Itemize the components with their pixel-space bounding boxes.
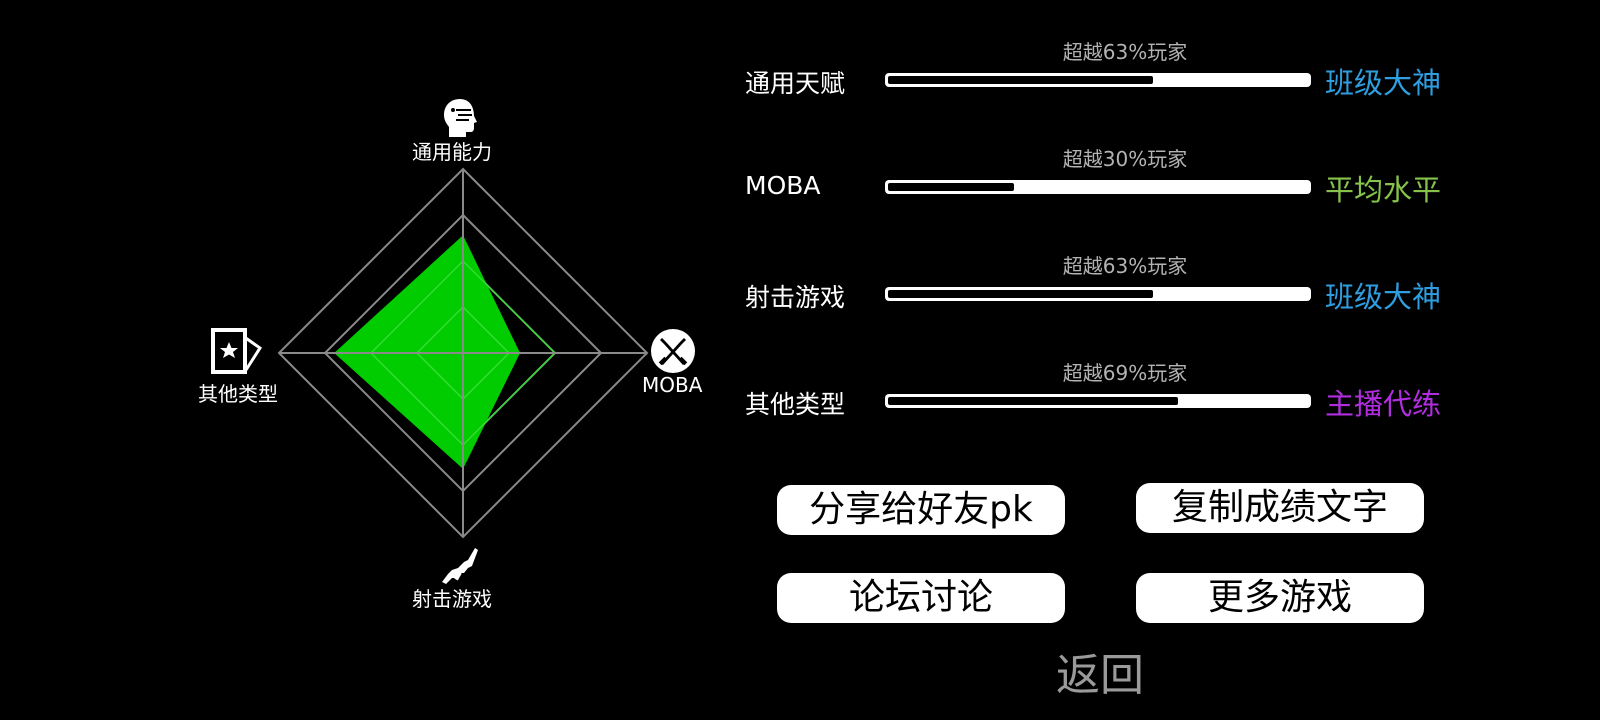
stat-name: MOBA	[745, 171, 821, 200]
head-profile-icon	[438, 96, 482, 144]
stat-row-other: 其他类型 超越69%玩家 主播代练	[745, 361, 1465, 431]
stat-name: 射击游戏	[745, 283, 846, 312]
stat-rank: 主播代练	[1325, 387, 1442, 421]
stat-rank: 班级大神	[1325, 66, 1442, 100]
copy-results-button[interactable]: 复制成绩文字	[1136, 483, 1424, 533]
radar-svg	[277, 167, 649, 539]
stat-progress-fill	[888, 76, 1153, 84]
stat-row-shooter: 射击游戏 超越63%玩家 班级大神	[745, 254, 1465, 324]
stat-progress-fill	[888, 183, 1014, 191]
stat-rank: 班级大神	[1325, 280, 1442, 314]
stat-progress-track	[885, 394, 1311, 408]
stat-caption: 超越63%玩家	[1062, 254, 1188, 278]
stat-rank: 平均水平	[1325, 173, 1442, 207]
stat-caption: 超越69%玩家	[1062, 361, 1188, 385]
stat-progress-fill	[888, 290, 1153, 298]
back-button[interactable]: 返回	[1056, 650, 1144, 701]
stat-row-general: 通用天赋 超越63%玩家 班级大神	[745, 40, 1465, 110]
share-button[interactable]: 分享给好友pk	[777, 485, 1065, 535]
stat-progress-track	[885, 180, 1311, 194]
stat-caption: 超越30%玩家	[1062, 147, 1188, 171]
stat-progress-track	[885, 287, 1311, 301]
stat-progress-fill	[888, 397, 1178, 405]
stat-name: 其他类型	[745, 390, 846, 419]
stat-caption: 超越63%玩家	[1062, 40, 1188, 64]
forum-button[interactable]: 论坛讨论	[777, 573, 1065, 623]
radar-chart: 通用能力 MOBA 射击游戏 其他类型	[180, 80, 740, 640]
more-games-button[interactable]: 更多游戏	[1136, 573, 1424, 623]
axis-label-other: 其他类型	[198, 382, 278, 406]
stat-name: 通用天赋	[745, 69, 846, 98]
stat-progress-track	[885, 73, 1311, 87]
axis-label-general: 通用能力	[412, 140, 492, 164]
stat-row-moba: MOBA 超越30%玩家 平均水平	[745, 147, 1465, 217]
crossed-swords-icon	[650, 328, 696, 378]
axis-label-shooter: 射击游戏	[412, 587, 492, 611]
rifle-icon	[438, 542, 482, 590]
star-cards-icon	[210, 326, 263, 380]
axis-label-moba: MOBA	[642, 373, 703, 397]
